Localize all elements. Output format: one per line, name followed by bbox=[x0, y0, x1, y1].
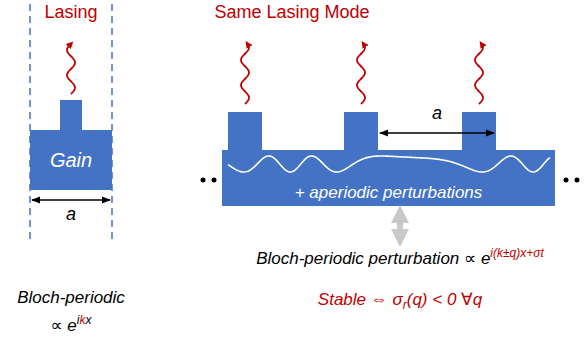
emission-arrow bbox=[475, 44, 483, 104]
cell-boundary bbox=[111, 4, 113, 240]
subscript: r bbox=[403, 298, 407, 312]
text-line: Lasing bbox=[44, 2, 97, 24]
gain-region: Gain bbox=[30, 130, 112, 190]
formula-exponent: i bbox=[77, 313, 80, 327]
dimension-label: a bbox=[432, 103, 442, 123]
formula-exponent: x bbox=[86, 313, 92, 327]
cell-boundary bbox=[29, 4, 31, 240]
period-arrow bbox=[32, 199, 110, 200]
period-arrow bbox=[380, 132, 494, 133]
extended-block bbox=[222, 150, 555, 206]
text-line: Stable ⇔ σr(q) < 0 ∀q bbox=[318, 290, 482, 312]
text-line: Bloch-periodic bbox=[17, 288, 125, 308]
formula-exponent: i(k±q)x+σt bbox=[490, 246, 544, 260]
formula: ∝ e bbox=[51, 316, 77, 335]
title-label: Same Lasing Mode bbox=[214, 2, 369, 22]
caption-label: Bloch-periodic perturbation ∝ e bbox=[256, 249, 490, 268]
perturbation-wave bbox=[228, 156, 550, 172]
ellipsis-dot bbox=[201, 178, 206, 183]
text-line: ∝ eikx bbox=[51, 313, 92, 336]
text-line: a bbox=[432, 103, 442, 125]
correspondence-arrow bbox=[397, 214, 403, 238]
emission-arrow bbox=[241, 44, 249, 104]
text-line: Same Lasing Mode bbox=[214, 2, 369, 24]
grating-tooth bbox=[462, 112, 496, 151]
grating-tooth bbox=[344, 112, 378, 151]
stability-condition: (q) < 0 ∀q bbox=[407, 290, 482, 309]
text-line: Bloch-periodic perturbation ∝ ei(k±q)x+σ… bbox=[256, 246, 544, 269]
grating-tooth bbox=[60, 100, 82, 131]
emission-arrow bbox=[67, 44, 75, 94]
region-label: Gain bbox=[50, 149, 92, 172]
grating-tooth bbox=[228, 112, 262, 151]
gain-block bbox=[30, 130, 112, 190]
title-label: Lasing bbox=[44, 2, 97, 22]
dimension-label: a bbox=[66, 204, 76, 224]
text-line: a bbox=[66, 204, 76, 226]
region-label: + aperiodic perturbations bbox=[295, 183, 483, 203]
formula-exponent: k bbox=[80, 313, 86, 327]
caption-label: Bloch-periodic bbox=[17, 288, 125, 307]
ellipsis-dot bbox=[564, 178, 569, 183]
emission-arrow bbox=[357, 44, 365, 104]
ellipsis-dot bbox=[212, 178, 217, 183]
gain-region: + aperiodic perturbations bbox=[222, 150, 555, 206]
stability-condition: Stable ⇔ σ bbox=[318, 290, 403, 309]
ellipsis-dot bbox=[575, 178, 580, 183]
